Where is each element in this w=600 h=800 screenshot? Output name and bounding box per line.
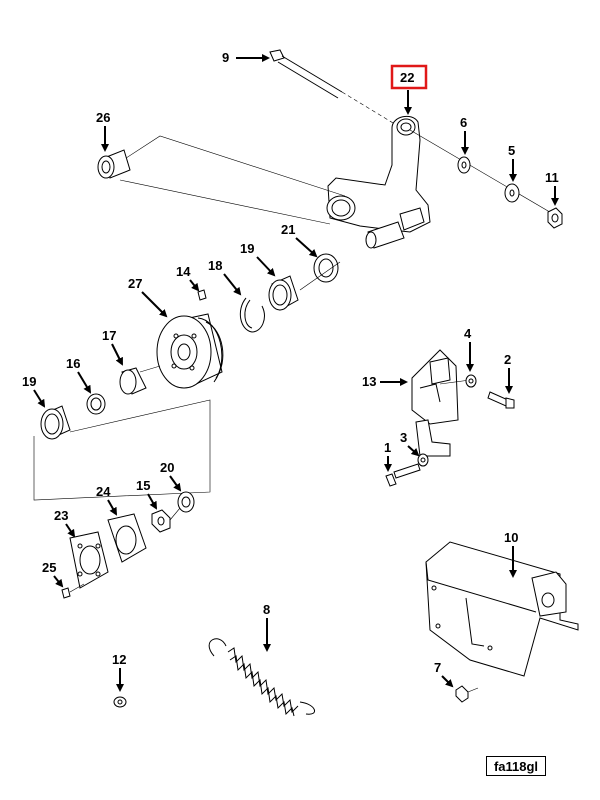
callout-15: 15 (136, 478, 157, 510)
svg-text:26: 26 (96, 110, 110, 125)
part-25-screw (61, 583, 85, 599)
svg-text:14: 14 (176, 264, 191, 279)
part-19-bearing-upper (268, 275, 299, 311)
svg-text:7: 7 (434, 660, 441, 675)
callout-14: 14 (176, 264, 200, 292)
callout-13: 13 (362, 374, 408, 389)
svg-text:9: 9 (222, 50, 229, 65)
callout-2: 2 (504, 352, 513, 394)
part-4-washer (465, 374, 477, 388)
callout-8: 8 (263, 602, 271, 652)
callout-22-highlighted: 22 (390, 64, 428, 115)
part-17-ring (119, 367, 147, 395)
callout-23: 23 (54, 508, 76, 538)
svg-text:2: 2 (504, 352, 511, 367)
svg-text:23: 23 (54, 508, 68, 523)
svg-text:8: 8 (263, 602, 270, 617)
part-14-pin (197, 289, 207, 301)
highlight-box (390, 64, 428, 90)
svg-text:22: 22 (400, 70, 414, 85)
callout-25: 25 (42, 560, 64, 588)
part-24-plate (107, 513, 147, 563)
callout-7: 7 (434, 660, 454, 688)
callout-24: 24 (96, 484, 117, 516)
callout-21: 21 (281, 222, 318, 258)
part-21-spacer (313, 253, 339, 283)
part-16-spacer (86, 393, 106, 415)
part-1-bolt (385, 463, 421, 487)
part-18-snap-ring (239, 297, 265, 333)
svg-text:17: 17 (102, 328, 116, 343)
callout-20: 20 (160, 460, 182, 492)
callout-19-upper: 19 (240, 241, 276, 277)
part-12-washer (113, 696, 127, 708)
svg-text:6: 6 (460, 115, 467, 130)
callout-5: 5 (508, 143, 517, 182)
callout-19-lower: 19 (22, 374, 46, 408)
svg-text:5: 5 (508, 143, 515, 158)
callout-12: 12 (112, 652, 126, 692)
part-9-bolt (269, 49, 399, 127)
callout-27: 27 (128, 276, 168, 318)
part-11-nut (547, 207, 563, 229)
part-6-washer (457, 156, 471, 174)
callout-10: 10 (504, 530, 518, 578)
part-23-flange (69, 531, 109, 589)
svg-text:16: 16 (66, 356, 80, 371)
part-3-washer (417, 453, 429, 467)
svg-text:11: 11 (545, 170, 559, 185)
svg-text:3: 3 (400, 430, 407, 445)
part-15-nut (151, 509, 171, 533)
callout-1: 1 (384, 440, 392, 472)
svg-text:12: 12 (112, 652, 126, 667)
svg-text:10: 10 (504, 530, 518, 545)
part-2-bolt (487, 391, 515, 409)
svg-text:4: 4 (464, 326, 472, 341)
callout-17: 17 (102, 328, 123, 366)
svg-text:18: 18 (208, 258, 222, 273)
svg-text:19: 19 (22, 374, 36, 389)
svg-text:27: 27 (128, 276, 142, 291)
svg-text:15: 15 (136, 478, 150, 493)
callout-26: 26 (96, 110, 110, 152)
callout-18: 18 (208, 258, 242, 296)
part-27-pulley (156, 313, 224, 389)
part-22-pivot-arm (326, 115, 431, 249)
callout-9: 9 (222, 50, 270, 65)
part-19-bearing-lower (40, 405, 71, 440)
part-26-bushing (97, 149, 131, 179)
svg-text:24: 24 (96, 484, 111, 499)
svg-text:20: 20 (160, 460, 174, 475)
svg-text:13: 13 (362, 374, 376, 389)
part-5-washer (504, 183, 520, 203)
callout-4: 4 (464, 326, 474, 372)
part-8-spring (208, 638, 315, 717)
callout-11: 11 (545, 170, 559, 206)
callout-16: 16 (66, 356, 92, 394)
figure-reference-code: fa118gl (486, 756, 546, 776)
part-7-bolt (455, 685, 479, 703)
part-13-bracket (411, 349, 459, 457)
part-20-washer (177, 491, 195, 513)
svg-text:25: 25 (42, 560, 56, 575)
svg-text:1: 1 (384, 440, 391, 455)
callout-6: 6 (460, 115, 469, 155)
part-10-mounting-bracket (425, 541, 579, 677)
callout-3: 3 (400, 430, 420, 457)
svg-text:21: 21 (281, 222, 295, 237)
svg-text:19: 19 (240, 241, 254, 256)
